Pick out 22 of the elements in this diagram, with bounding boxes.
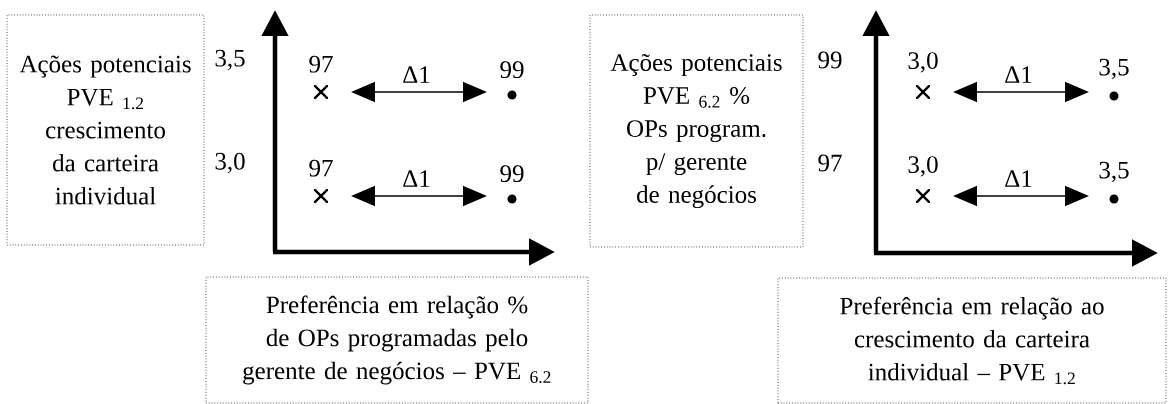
text-box: Preferência em relação ao crescimento da carteira individual – PVE $_{1.2}$ [777,277,1167,404]
edge-label: Δ1 [401,65,432,84]
text-box: Ações potenciais PVE $_{6.2}$ % OPs program. p/ gerente de negócios [589,14,804,248]
value-label: 3,5 [1099,161,1129,183]
value-label: 97 [309,159,333,177]
cross-mark [916,85,930,99]
cross-mark [314,85,328,99]
value-label: 3,0 [908,52,938,73]
value-label: 3,0 [908,156,938,177]
axis-value: 3,0 [215,152,245,174]
value-label: 99 [500,165,524,183]
edge-label: Δ1 [1003,169,1034,188]
text-box: Ações potenciais PVE $_{1.2}$ crescimento da carteira individual [6,14,205,246]
edge-label: Δ1 [1003,65,1034,84]
value-label: 99 [500,61,524,79]
cross-mark [916,189,930,203]
value-label: 3,5 [1099,58,1129,80]
text-box: Preferência em relação % de OPs programadas pelo gerente de negócios – PVE $_{6.2}$ [205,276,589,404]
edge-label: Δ1 [401,169,432,188]
axis-value: 3,5 [215,49,245,71]
cross-mark [314,189,328,203]
value-label: 97 [309,55,333,73]
